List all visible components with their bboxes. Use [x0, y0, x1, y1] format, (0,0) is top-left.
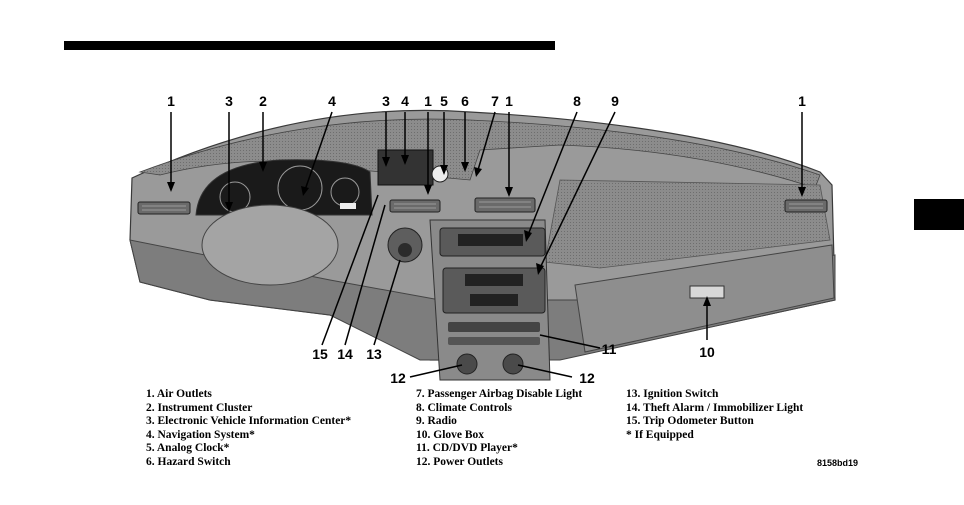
legend-item: 1. Air Outlets: [146, 388, 212, 400]
callout-12-right: 12: [579, 370, 595, 386]
callout-13: 13: [366, 346, 382, 362]
legend-item: 15. Trip Odometer Button: [626, 415, 754, 428]
legend-column-1: 1. Air Outlets 2. Instrument Cluster 3. …: [146, 388, 351, 470]
callout-8: 8: [573, 93, 581, 109]
leader-arrowheads: [167, 155, 806, 306]
callout-4b: 4: [401, 93, 409, 109]
callout-14: 14: [337, 346, 353, 362]
power-outlet-left: [456, 353, 478, 375]
callout-1b: 1: [424, 93, 432, 109]
legend-item: 11. CD/DVD Player*: [416, 442, 518, 455]
legend-item: 2. Instrument Cluster: [146, 401, 253, 414]
callout-5: 5: [440, 93, 448, 109]
legend-column-2: 7. Passenger Airbag Disable Light 8. Cli…: [416, 388, 582, 470]
callout-11: 11: [602, 341, 617, 357]
callout-9: 9: [611, 93, 619, 109]
legend-item: 3. Electronic Vehicle Information Center…: [146, 415, 352, 428]
dashboard-right-face: [544, 179, 831, 269]
legend-column-3: 13. Ignition Switch 14. Theft Alarm / Im…: [626, 388, 803, 442]
callout-2: 2: [259, 93, 267, 109]
figure-code: 8158bd19: [817, 458, 859, 468]
header-rule: [64, 41, 555, 50]
callout-4: 4: [328, 93, 336, 109]
steering-wheel-hub: [201, 204, 339, 286]
legend-item: * If Equipped: [626, 428, 694, 441]
callout-1d: 1: [798, 93, 806, 109]
legend-item: 13. Ignition Switch: [626, 388, 719, 400]
power-outlet-right: [502, 353, 524, 375]
legend-item: 14. Theft Alarm / Immobilizer Light: [626, 401, 804, 414]
legend-item: 7. Passenger Airbag Disable Light: [416, 388, 583, 400]
callout-1c: 1: [505, 93, 513, 109]
legend-item: 4. Navigation System*: [146, 428, 255, 441]
callout-12-left: 12: [390, 370, 406, 386]
leader-lines: [170, 111, 803, 378]
callout-3b: 3: [382, 93, 390, 109]
callout-15: 15: [312, 346, 328, 362]
legend-item: 12. Power Outlets: [416, 455, 503, 468]
section-tab-marker: [914, 199, 964, 230]
air-outlets: [137, 197, 828, 215]
cd-player-slot: [448, 322, 540, 332]
callout-7: 7: [491, 93, 499, 109]
callout-1: 1: [167, 93, 175, 109]
legend-item: 6. Hazard Switch: [146, 455, 231, 468]
callout-10: 10: [699, 344, 715, 360]
legend-item: 5. Analog Clock*: [146, 442, 230, 455]
instrument-cluster: [195, 159, 373, 216]
legend-item: 8. Climate Controls: [416, 401, 512, 414]
callout-3: 3: [225, 93, 233, 109]
legend-item: 10. Glove Box: [416, 428, 485, 441]
legend-item: 9. Radio: [416, 415, 457, 428]
callout-6: 6: [461, 93, 469, 109]
